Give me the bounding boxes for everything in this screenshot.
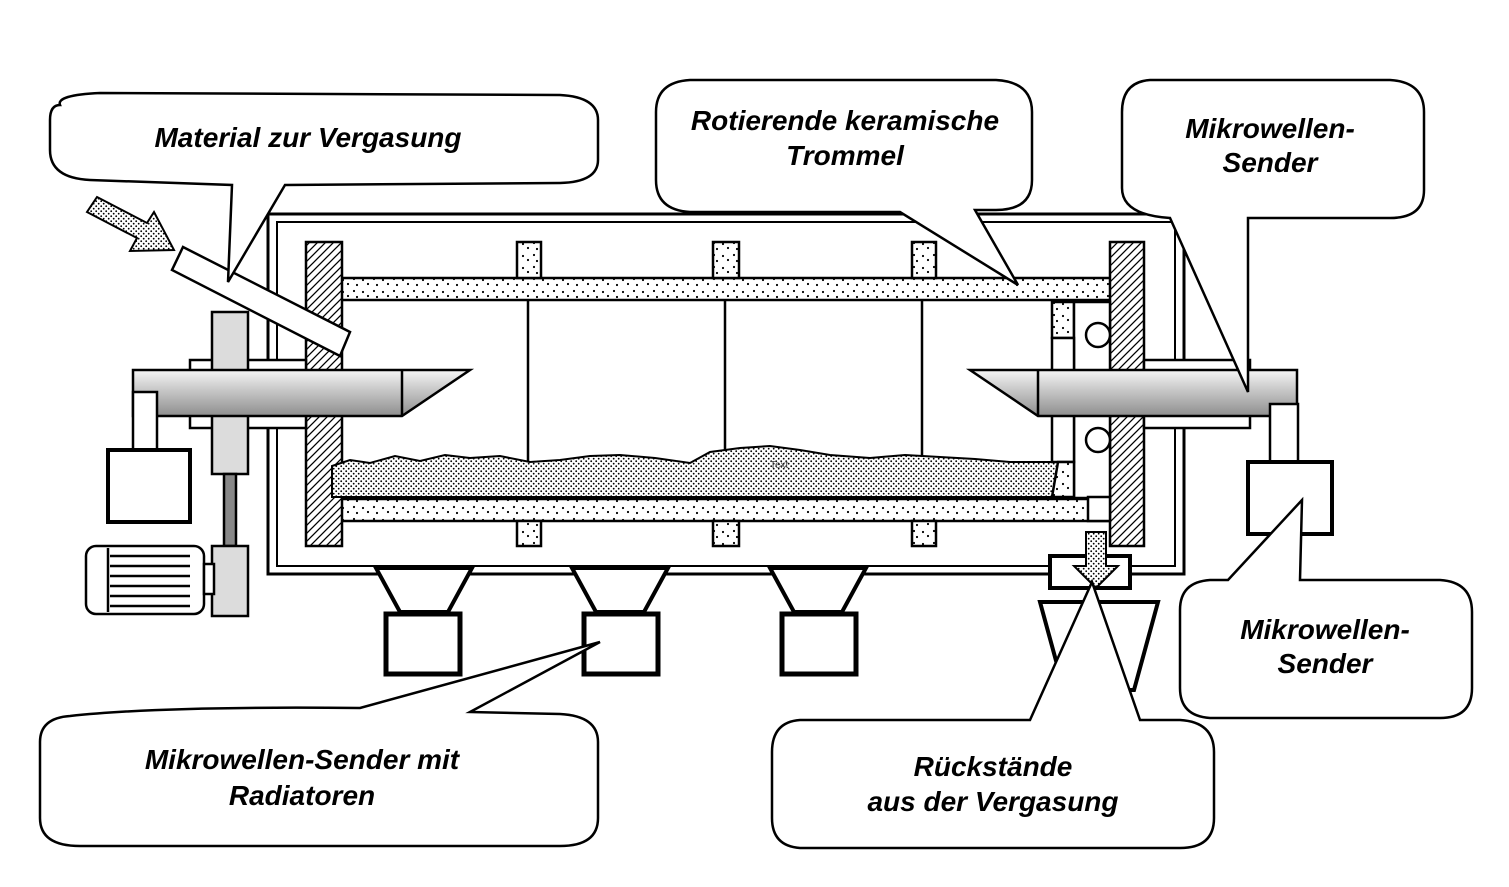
callout-material: Material zur Vergasung — [48, 91, 600, 283]
callout-drum: Rotierende keramische Trommel — [654, 78, 1034, 287]
callout-radiators-line1: Mikrowellen-Sender mit — [145, 744, 461, 775]
callout-emitter-right: Mikrowellen- Sender — [1178, 496, 1474, 720]
callout-emitter-right-line1: Mikrowellen- — [1240, 614, 1410, 645]
callout-radiators: Mikrowellen-Sender mit Radiatoren — [38, 640, 601, 848]
callout-residues-line2: aus der Vergasung — [867, 786, 1118, 817]
drive-motor — [84, 544, 216, 616]
callout-drum-line1: Rotierende keramische — [691, 105, 999, 136]
lower-radiators — [372, 566, 870, 677]
callout-emitter-top: Mikrowellen- Sender — [1120, 78, 1426, 393]
callout-radiators-line2: Radiatoren — [229, 780, 375, 811]
callout-emitter-right-line2: Sender — [1278, 648, 1375, 679]
right-waveguide — [965, 358, 1334, 536]
faint-text-mark: Text — [770, 460, 789, 471]
feed-arrow — [85, 195, 176, 253]
drum-rings — [515, 240, 938, 548]
callout-drum-line2: Trommel — [786, 140, 905, 171]
callout-material-line1: Material zur Vergasung — [154, 122, 461, 153]
port-circle-upper — [1084, 321, 1112, 349]
callout-residues: Rückstände aus der Vergasung — [770, 578, 1216, 850]
port-circle-lower — [1084, 426, 1112, 454]
callout-emitter-top-line2: Sender — [1223, 147, 1320, 178]
callout-residues-line1: Rückstände — [914, 751, 1073, 782]
material-bed — [331, 444, 1062, 498]
residue-arrow — [1071, 531, 1121, 590]
left-waveguide — [106, 368, 475, 524]
callout-emitter-top-line1: Mikrowellen- — [1185, 113, 1355, 144]
feed-chute — [170, 245, 352, 358]
